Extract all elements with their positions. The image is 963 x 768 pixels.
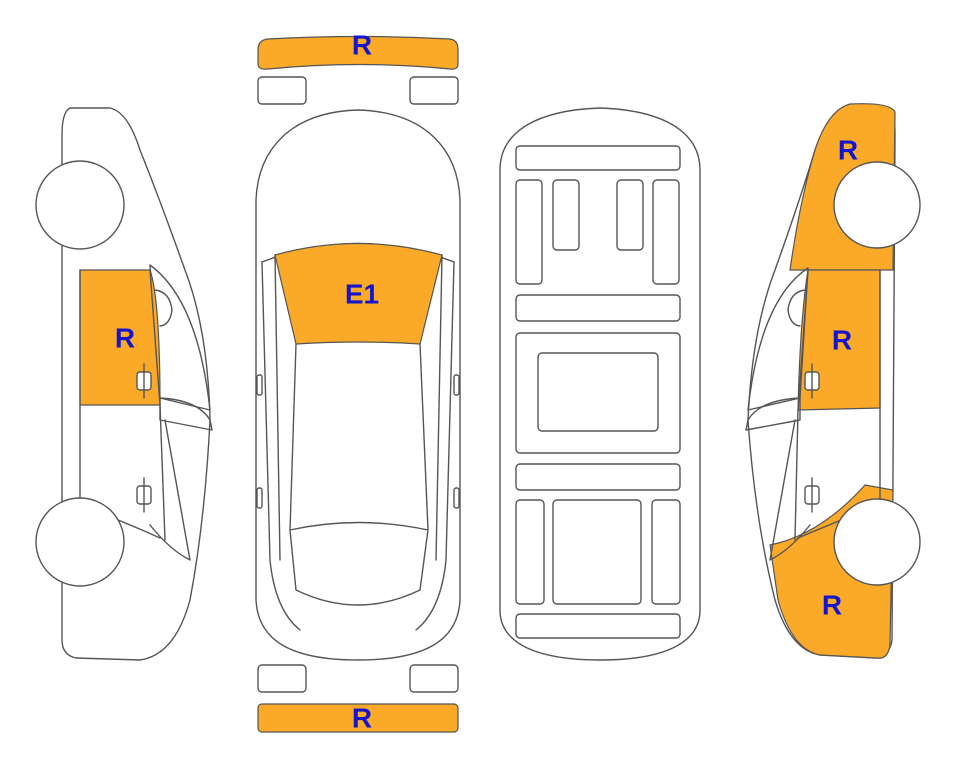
left-handle-top	[256, 487, 263, 509]
right-front-wheel	[833, 161, 921, 249]
under-front-left-rail	[515, 179, 543, 285]
rear-window	[289, 521, 429, 606]
right-roof-line	[419, 343, 429, 531]
left-door-divider	[149, 269, 166, 541]
right-front-door-code: R	[832, 325, 852, 356]
left-inner-pillar	[274, 254, 281, 561]
right-front-fender-code: R	[838, 135, 858, 166]
right-mirror	[453, 374, 460, 396]
front-bumper-part: R	[257, 30, 459, 70]
right-door-divider	[794, 269, 809, 541]
under-mid-front-crossmember	[515, 294, 681, 322]
under-front-left-panel	[552, 179, 580, 251]
left-rear-window-line	[149, 419, 191, 561]
front-bumper-code: R	[352, 30, 372, 61]
under-floor-center	[537, 352, 659, 432]
left-side-view: R	[35, 107, 213, 661]
under-rear-left-rail	[515, 499, 545, 605]
right-mirror-side	[787, 289, 806, 327]
right-rear-window-line	[769, 419, 811, 561]
left-roof-line	[289, 343, 297, 531]
under-front-right-rail	[652, 179, 680, 285]
right-window-trim	[745, 397, 801, 431]
right-side-view: R R R	[745, 103, 921, 659]
under-front-right-panel	[616, 179, 644, 251]
windshield-code: E1	[345, 279, 379, 310]
under-rear-crossmember	[515, 613, 681, 639]
left-mirror-side	[154, 289, 173, 327]
right-handle-top	[453, 487, 460, 509]
top-view-car: E1	[255, 109, 461, 661]
under-front-crossmember	[515, 145, 681, 171]
left-front-wheel	[35, 497, 125, 587]
under-floor-pan	[515, 332, 681, 454]
right-taillight	[409, 664, 459, 693]
under-mid-rear-crossmember	[515, 463, 681, 491]
left-side-body-outline	[61, 107, 211, 661]
left-front-window	[149, 264, 211, 411]
left-rear-wheel	[35, 160, 125, 250]
left-headlight	[257, 76, 307, 105]
underbody-view	[499, 107, 701, 661]
under-rear-center	[552, 499, 642, 605]
left-window-trim	[159, 397, 213, 431]
left-taillight	[257, 664, 307, 693]
right-inner-pillar	[435, 254, 443, 561]
top-view-body-outline	[255, 109, 461, 661]
underbody-outline	[499, 107, 701, 661]
left-body-line	[261, 261, 301, 631]
rear-bumper-code: R	[352, 703, 372, 734]
right-body-line	[415, 261, 455, 631]
rear-bumper-part: R	[257, 703, 459, 734]
right-rear-wheel	[833, 498, 921, 586]
right-rear-quarter-code: R	[822, 590, 842, 621]
left-rear-door-code: R	[115, 323, 135, 354]
rear-bumper-damage	[257, 703, 459, 733]
right-front-window	[747, 267, 809, 411]
under-rear-right-rail	[651, 499, 681, 605]
left-mirror	[256, 374, 263, 396]
right-headlight	[409, 76, 459, 105]
front-bumper-damage	[257, 35, 459, 70]
